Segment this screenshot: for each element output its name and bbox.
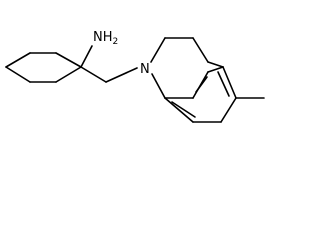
- bond: [222, 66, 237, 99]
- bond: [220, 97, 237, 123]
- tetrahydro-ring: [150, 37, 224, 99]
- bond: [164, 97, 194, 123]
- double-bond-inner: [195, 76, 208, 93]
- bond: [207, 61, 224, 68]
- bond: [150, 37, 166, 63]
- cyclohexane-ring: [5, 52, 82, 83]
- amine-label: NH2: [93, 30, 118, 47]
- bond: [55, 52, 82, 68]
- bond: [55, 66, 82, 83]
- benzene-ring: [164, 66, 237, 123]
- amine-subscript: 2: [113, 37, 119, 47]
- amine-symbol: NH: [93, 30, 113, 45]
- molecule-structure: NH2 N: [5, 30, 265, 123]
- bond: [5, 66, 31, 83]
- bond: [5, 52, 31, 68]
- double-bond-inner: [171, 101, 196, 118]
- bond-ch2-n: [105, 67, 138, 83]
- bond-c-nh2: [80, 45, 93, 68]
- ring-nitrogen-label: N: [140, 62, 150, 77]
- bond: [192, 37, 209, 63]
- double-bond-inner: [217, 71, 230, 97]
- bond: [151, 73, 166, 99]
- bond: [207, 66, 224, 73]
- bond-c-ch2: [80, 66, 107, 83]
